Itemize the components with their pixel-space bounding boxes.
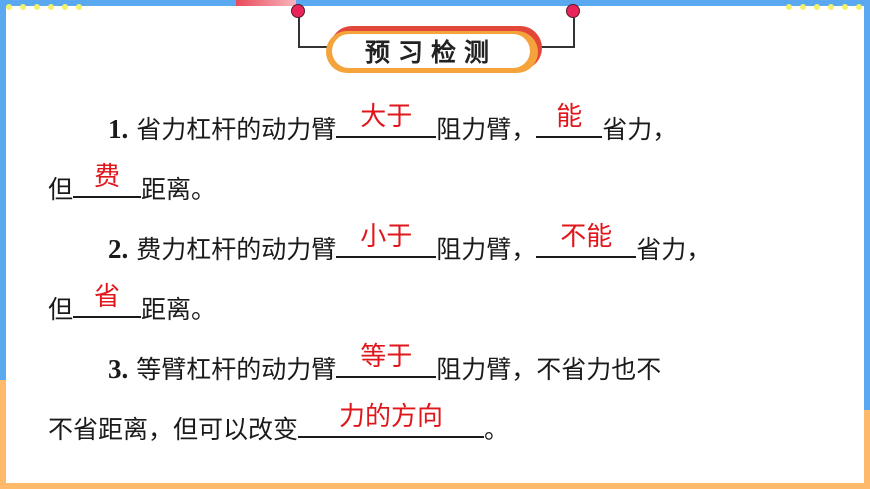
answer-blank: 费 xyxy=(73,164,142,198)
title-bubble-inner: 预习检测 xyxy=(332,34,530,68)
answer-text: 费 xyxy=(94,162,121,192)
question-text: 距离。 xyxy=(141,295,217,324)
frame-bottom-border xyxy=(0,483,870,489)
answer-blank: 能 xyxy=(536,104,603,138)
page-title: 预习检测 xyxy=(364,38,497,67)
frame-right-border-lower xyxy=(864,410,870,489)
question-text: 。 xyxy=(484,415,510,444)
question-text: 不省距离，但可以改变 xyxy=(48,415,299,444)
decorative-dots-right xyxy=(786,4,862,10)
question-number: 3. xyxy=(108,354,129,384)
frame-left-border xyxy=(0,0,6,380)
question-text: 省力， xyxy=(636,235,712,264)
question-text: 但 xyxy=(48,175,74,204)
question-2-line-2: 但省距离。 xyxy=(48,284,217,324)
decorative-dots-left xyxy=(6,4,82,10)
section-header: 预习检测 xyxy=(290,0,585,80)
question-text: 等臂杠杆的动力臂 xyxy=(136,355,337,384)
frame-right-border xyxy=(864,0,870,410)
answer-text: 能 xyxy=(556,102,583,132)
answer-text: 大于 xyxy=(360,102,413,132)
connector-line xyxy=(573,17,575,47)
answer-blank: 省 xyxy=(73,284,142,318)
question-number: 1. xyxy=(108,114,129,144)
connector-line xyxy=(540,46,575,48)
question-3-line-2: 不省距离，但可以改变 力的方向 。 xyxy=(48,404,510,444)
question-3-line-1: 3. 等臂杠杆的动力臂等于阻力臂，不省力也不 xyxy=(108,344,662,384)
connector-line xyxy=(298,17,300,47)
answer-text: 小于 xyxy=(360,222,413,252)
pin-icon xyxy=(291,4,305,18)
answer-text: 不能 xyxy=(560,222,613,252)
answer-blank: 大于 xyxy=(336,104,437,138)
question-text: 距离。 xyxy=(141,175,217,204)
question-2-line-1: 2. 费力杠杆的动力臂小于阻力臂， 不能省力， xyxy=(108,224,712,264)
pin-icon xyxy=(566,4,580,18)
question-text: 但 xyxy=(48,295,74,324)
answer-blank: 等于 xyxy=(336,344,437,378)
connector-line xyxy=(298,46,330,48)
question-text: 阻力臂， xyxy=(436,115,537,144)
question-1-line-2: 但费距离。 xyxy=(48,164,217,204)
answer-blank: 小于 xyxy=(336,224,437,258)
frame-top-border xyxy=(0,0,870,6)
question-text: 省力， xyxy=(602,115,678,144)
question-text: 阻力臂， xyxy=(436,235,537,264)
answer-text: 力的方向 xyxy=(339,402,444,432)
question-text: 阻力臂，不省力也不 xyxy=(436,355,662,384)
answer-blank: 力的方向 xyxy=(298,404,485,438)
frame-top-accent xyxy=(236,0,296,6)
answer-text: 省 xyxy=(94,282,121,312)
answer-blank: 不能 xyxy=(536,224,637,258)
question-text: 费力杠杆的动力臂 xyxy=(136,235,337,264)
question-number: 2. xyxy=(108,234,129,264)
question-1-line-1: 1. 省力杠杆的动力臂大于阻力臂， 能省力， xyxy=(108,104,678,144)
frame-left-border-lower xyxy=(0,380,6,489)
question-text: 省力杠杆的动力臂 xyxy=(136,115,337,144)
answer-text: 等于 xyxy=(360,342,413,372)
